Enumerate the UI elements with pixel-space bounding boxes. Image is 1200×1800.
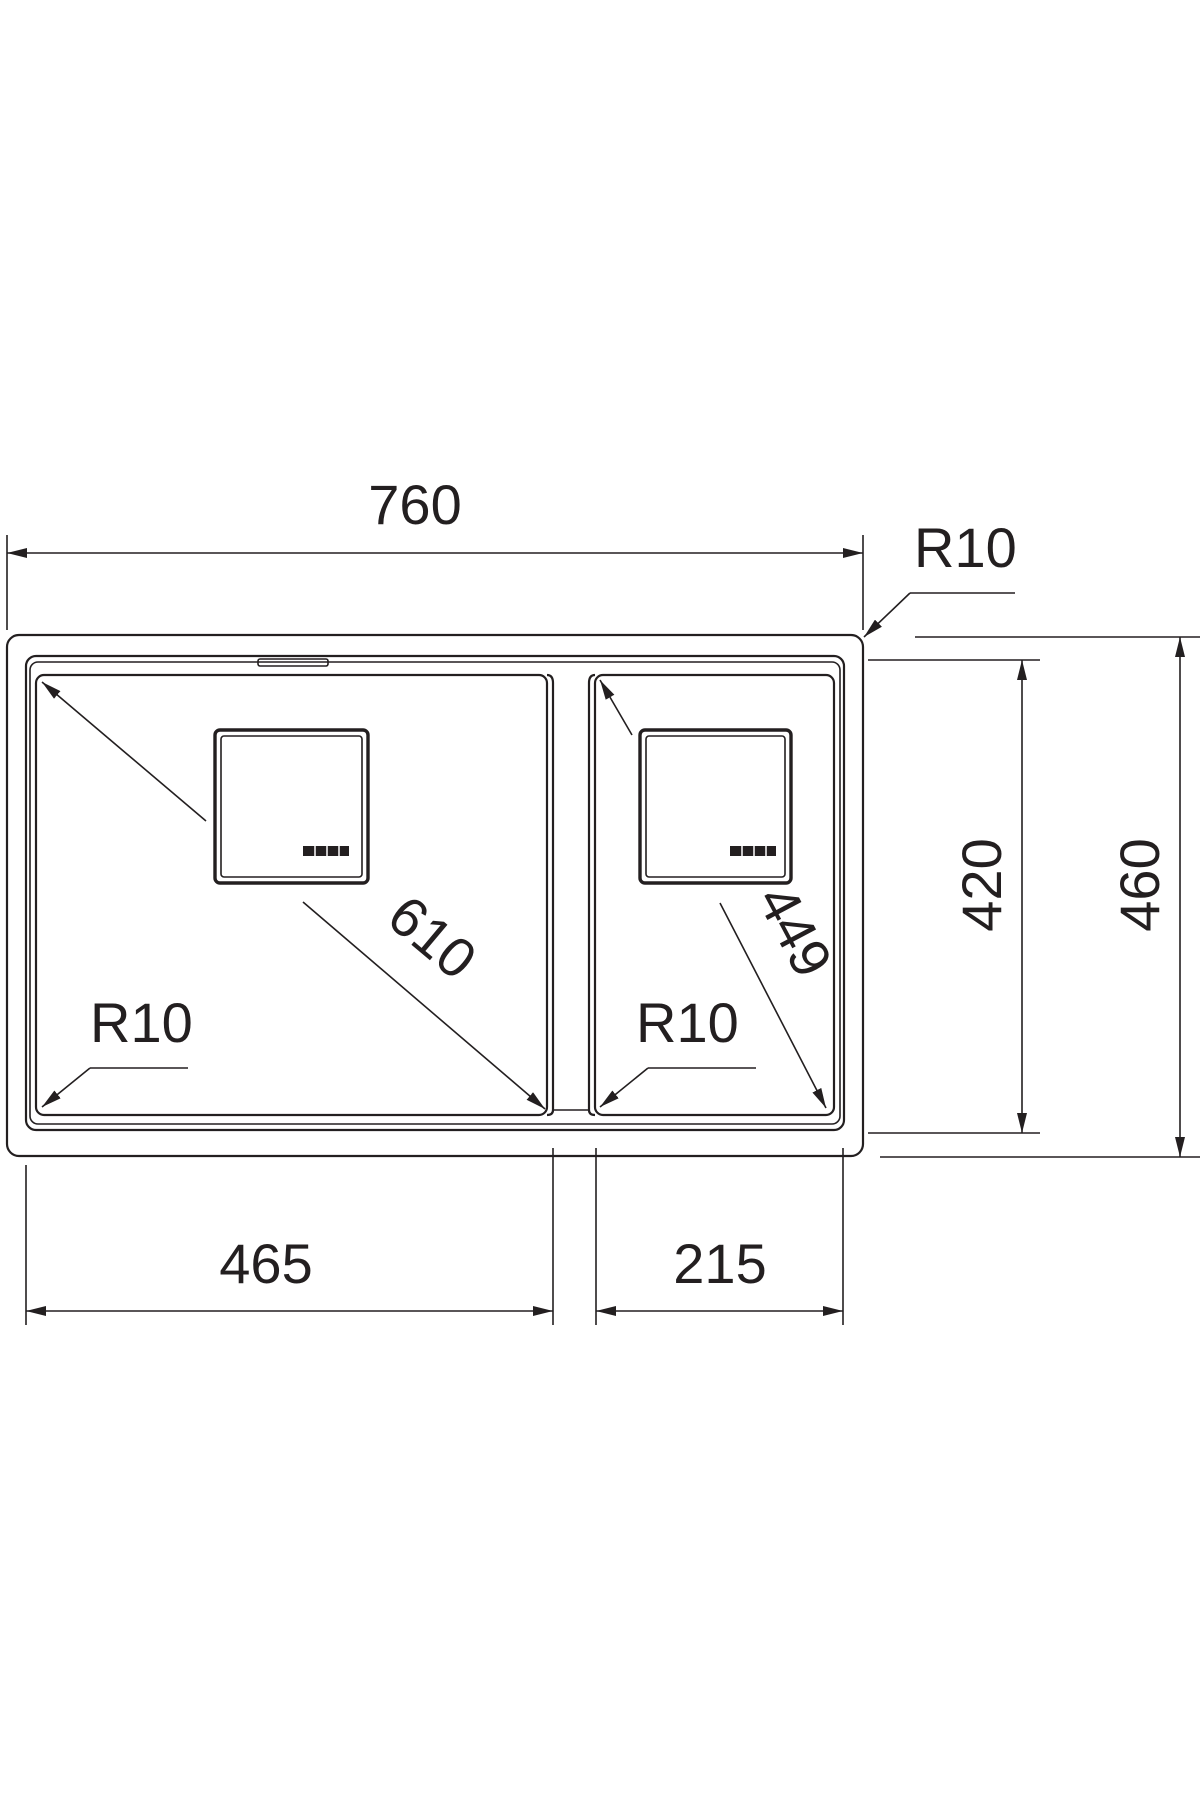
sink-outline xyxy=(5,633,865,1158)
dimension-left-bowl-width: 465 xyxy=(25,1148,554,1325)
right-bowl-outline xyxy=(593,673,836,1117)
sink-inner-rim xyxy=(24,654,846,1132)
right-basket-outline xyxy=(638,728,793,885)
left-bowl xyxy=(34,673,549,1117)
label-right-bowl-width: 215 xyxy=(673,1232,766,1295)
dimension-right-bowl-width: 215 xyxy=(595,1148,844,1325)
right-bowl xyxy=(593,673,836,1117)
dimension-right-bowl-radius: R10 xyxy=(599,991,756,1108)
sink-outer-edge xyxy=(5,633,865,1158)
label-outer-radius: R10 xyxy=(914,516,1017,579)
left-basket-inner xyxy=(220,735,363,878)
bowl-divider xyxy=(546,673,596,1117)
dimension-overall-width: 760 xyxy=(6,473,864,630)
right-drain-slot-icon xyxy=(730,846,776,856)
label-right-bowl-radius: R10 xyxy=(636,991,739,1054)
tap-hole-mark xyxy=(257,658,329,667)
label-left-bowl-radius: R10 xyxy=(90,991,193,1054)
left-drain-slot-icon xyxy=(303,846,349,856)
label-bowl-depth: 420 xyxy=(950,838,1013,931)
left-basket-outline xyxy=(213,728,370,885)
right-basket-inner xyxy=(645,735,786,878)
left-bowl-outline xyxy=(34,673,549,1117)
dimension-left-bowl-radius: R10 xyxy=(41,991,193,1108)
sink-rim-groove xyxy=(29,661,841,1125)
dimension-bowl-depth: 420 xyxy=(868,659,1040,1134)
label-overall-width: 760 xyxy=(368,473,461,536)
dimension-outer-radius: R10 xyxy=(863,516,1017,638)
dimension-overall-depth: 460 xyxy=(880,636,1200,1158)
label-overall-depth: 460 xyxy=(1108,838,1171,931)
label-left-bowl-width: 465 xyxy=(219,1232,312,1295)
label-right-bowl-diagonal: 449 xyxy=(745,875,844,987)
label-left-bowl-diagonal: 610 xyxy=(376,883,488,991)
